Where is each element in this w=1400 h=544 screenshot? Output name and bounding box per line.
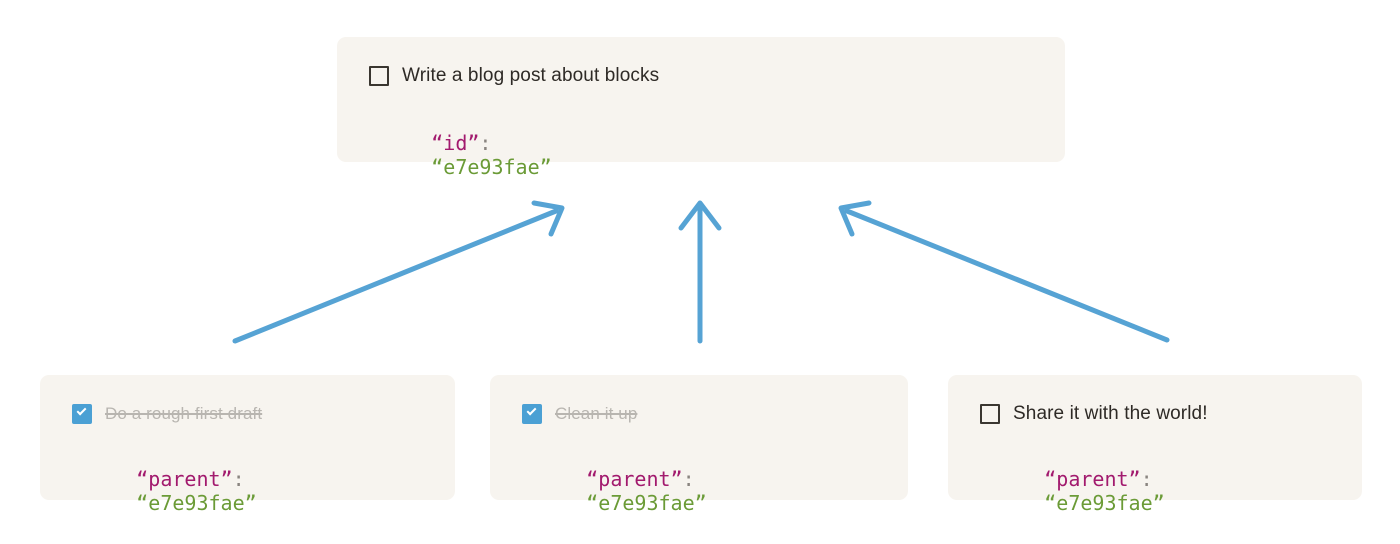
child-3-todo-row[interactable]: Share it with the world! (980, 403, 1208, 425)
child-block-card-1[interactable]: Do a rough first draft “parent”: “e7e93f… (40, 375, 455, 515)
json-separator: : (232, 467, 245, 491)
arrow-child-1-to-parent (232, 200, 565, 344)
check-mark-icon (76, 405, 87, 416)
checkbox-empty-icon[interactable] (369, 66, 389, 86)
parent-todo-row[interactable]: Write a blog post about blocks (369, 65, 659, 87)
parent-todo-label: Write a blog post about blocks (402, 65, 660, 86)
json-separator: : (1140, 467, 1153, 491)
json-key: “parent” (1044, 467, 1141, 491)
child-2-todo-label: Clean it up (555, 404, 638, 423)
child-1-json-line: “parent”: “e7e93fae” (64, 443, 257, 539)
child-1-todo-row[interactable]: Do a rough first draft (72, 403, 262, 425)
json-key: “parent” (136, 467, 233, 491)
json-key: “parent” (586, 467, 683, 491)
checkbox-empty-icon[interactable] (980, 404, 1000, 424)
child-3-json-line: “parent”: “e7e93fae” (972, 443, 1165, 539)
json-value: “e7e93fae” (136, 491, 257, 515)
arrow-child-2-to-parent (678, 200, 722, 344)
child-1-todo-label: Do a rough first draft (105, 404, 263, 423)
check-mark-icon (526, 405, 537, 416)
child-3-todo-label: Share it with the world! (1013, 403, 1208, 424)
checkbox-checked-icon[interactable] (522, 404, 542, 424)
checkbox-checked-icon[interactable] (72, 404, 92, 424)
child-block-card-3[interactable]: Share it with the world! “parent”: “e7e9… (948, 375, 1362, 515)
json-value: “e7e93fae” (586, 491, 707, 515)
child-2-json-line: “parent”: “e7e93fae” (514, 443, 707, 539)
json-value: “e7e93fae” (431, 155, 552, 179)
json-separator: : (682, 467, 695, 491)
json-value: “e7e93fae” (1044, 491, 1165, 515)
arrow-child-3-to-parent (838, 200, 1170, 343)
json-key: “id” (431, 131, 480, 155)
parent-json-line: “id”: “e7e93fae” (359, 107, 552, 203)
json-separator: : (479, 131, 492, 155)
child-2-todo-row[interactable]: Clean it up (522, 403, 637, 425)
child-block-card-2[interactable]: Clean it up “parent”: “e7e93fae” (490, 375, 908, 515)
parent-block-card[interactable]: Write a blog post about blocks “id”: “e7… (337, 37, 1065, 179)
